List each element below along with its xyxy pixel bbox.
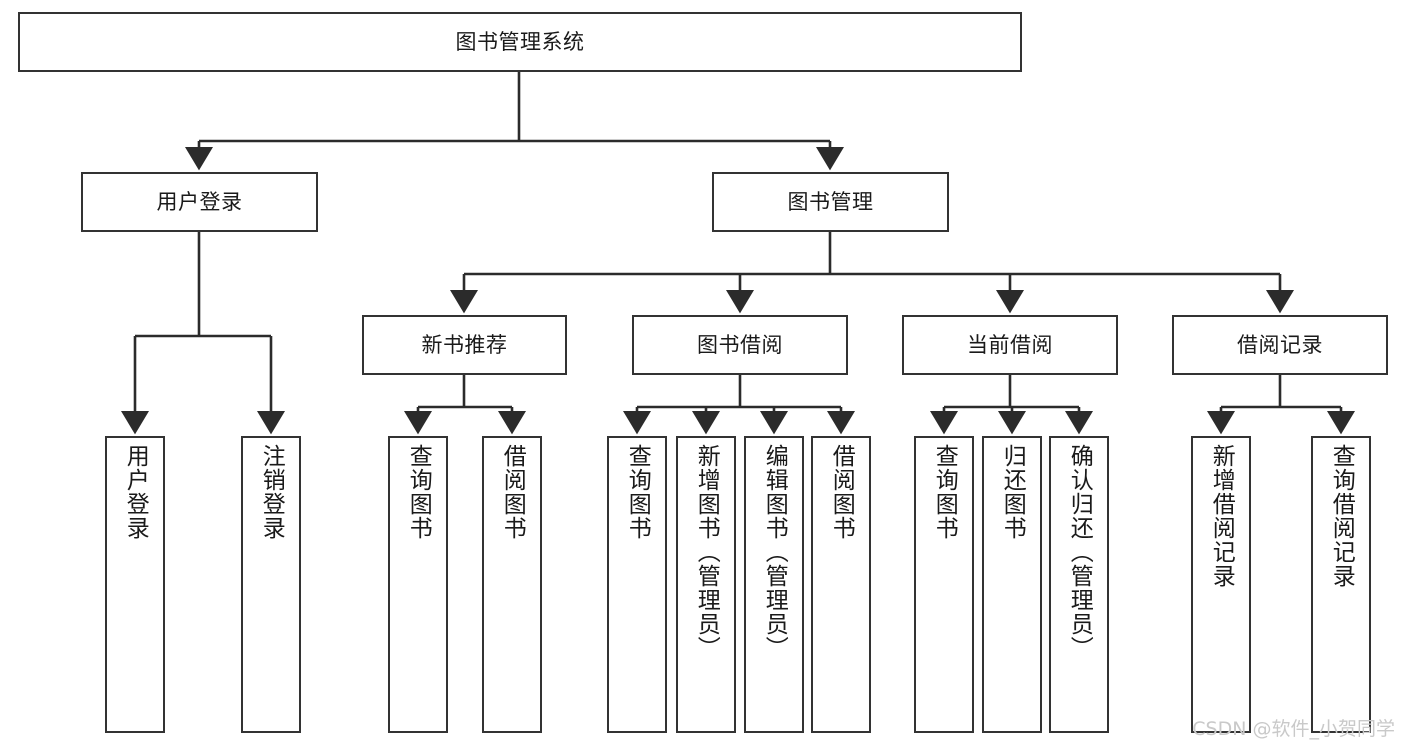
node-label: 新书推荐	[421, 332, 508, 357]
node-book-management[interactable]: 图书管理	[712, 172, 949, 232]
node-label: 用户登录	[122, 444, 149, 540]
node-label: 图书管理	[787, 189, 874, 214]
node-leaf-record-add[interactable]: 新增借阅记录	[1191, 436, 1251, 733]
node-leaf-borrow-add-book-admin[interactable]: 新增图书（管理员）	[676, 436, 736, 733]
node-leaf-new-book-query[interactable]: 查询图书	[388, 436, 448, 733]
node-leaf-borrow-borrow-book[interactable]: 借阅图书	[811, 436, 871, 733]
node-label: 借阅图书	[499, 444, 526, 540]
node-label: 借阅图书	[828, 444, 855, 540]
node-leaf-new-book-borrow[interactable]: 借阅图书	[482, 436, 542, 733]
node-label: 查询图书	[405, 444, 432, 540]
node-leaf-borrow-query[interactable]: 查询图书	[607, 436, 667, 733]
node-current-borrow[interactable]: 当前借阅	[902, 315, 1118, 375]
node-leaf-record-query[interactable]: 查询借阅记录	[1311, 436, 1371, 733]
node-new-book-recommend[interactable]: 新书推荐	[362, 315, 567, 375]
node-leaf-current-return[interactable]: 归还图书	[982, 436, 1042, 733]
node-leaf-user-login-logout[interactable]: 注销登录	[241, 436, 301, 733]
node-label: 借阅记录	[1237, 332, 1323, 357]
node-label: 新增图书（管理员）	[693, 444, 720, 660]
node-label: 查询图书	[931, 444, 958, 540]
node-label: 当前借阅	[967, 332, 1053, 357]
node-label: 图书借阅	[697, 332, 783, 357]
node-leaf-current-query[interactable]: 查询图书	[914, 436, 974, 733]
node-leaf-user-login-login[interactable]: 用户登录	[105, 436, 165, 733]
node-label: 查询借阅记录	[1328, 444, 1355, 588]
node-label: 确认归还（管理员）	[1066, 444, 1093, 660]
node-label: 归还图书	[999, 444, 1026, 540]
node-label: 注销登录	[258, 444, 285, 540]
node-label: 查询图书	[624, 444, 651, 540]
node-borrow-record[interactable]: 借阅记录	[1172, 315, 1388, 375]
node-book-management-system[interactable]: 图书管理系统	[18, 12, 1022, 72]
node-leaf-borrow-edit-book-admin[interactable]: 编辑图书（管理员）	[744, 436, 804, 733]
node-label: 编辑图书（管理员）	[761, 444, 788, 660]
node-label: 新增借阅记录	[1208, 444, 1235, 588]
node-label: 用户登录	[156, 189, 243, 214]
node-user-login[interactable]: 用户登录	[81, 172, 318, 232]
node-book-borrow[interactable]: 图书借阅	[632, 315, 848, 375]
node-label: 图书管理系统	[455, 29, 585, 54]
node-leaf-current-confirm-return-admin[interactable]: 确认归还（管理员）	[1049, 436, 1109, 733]
